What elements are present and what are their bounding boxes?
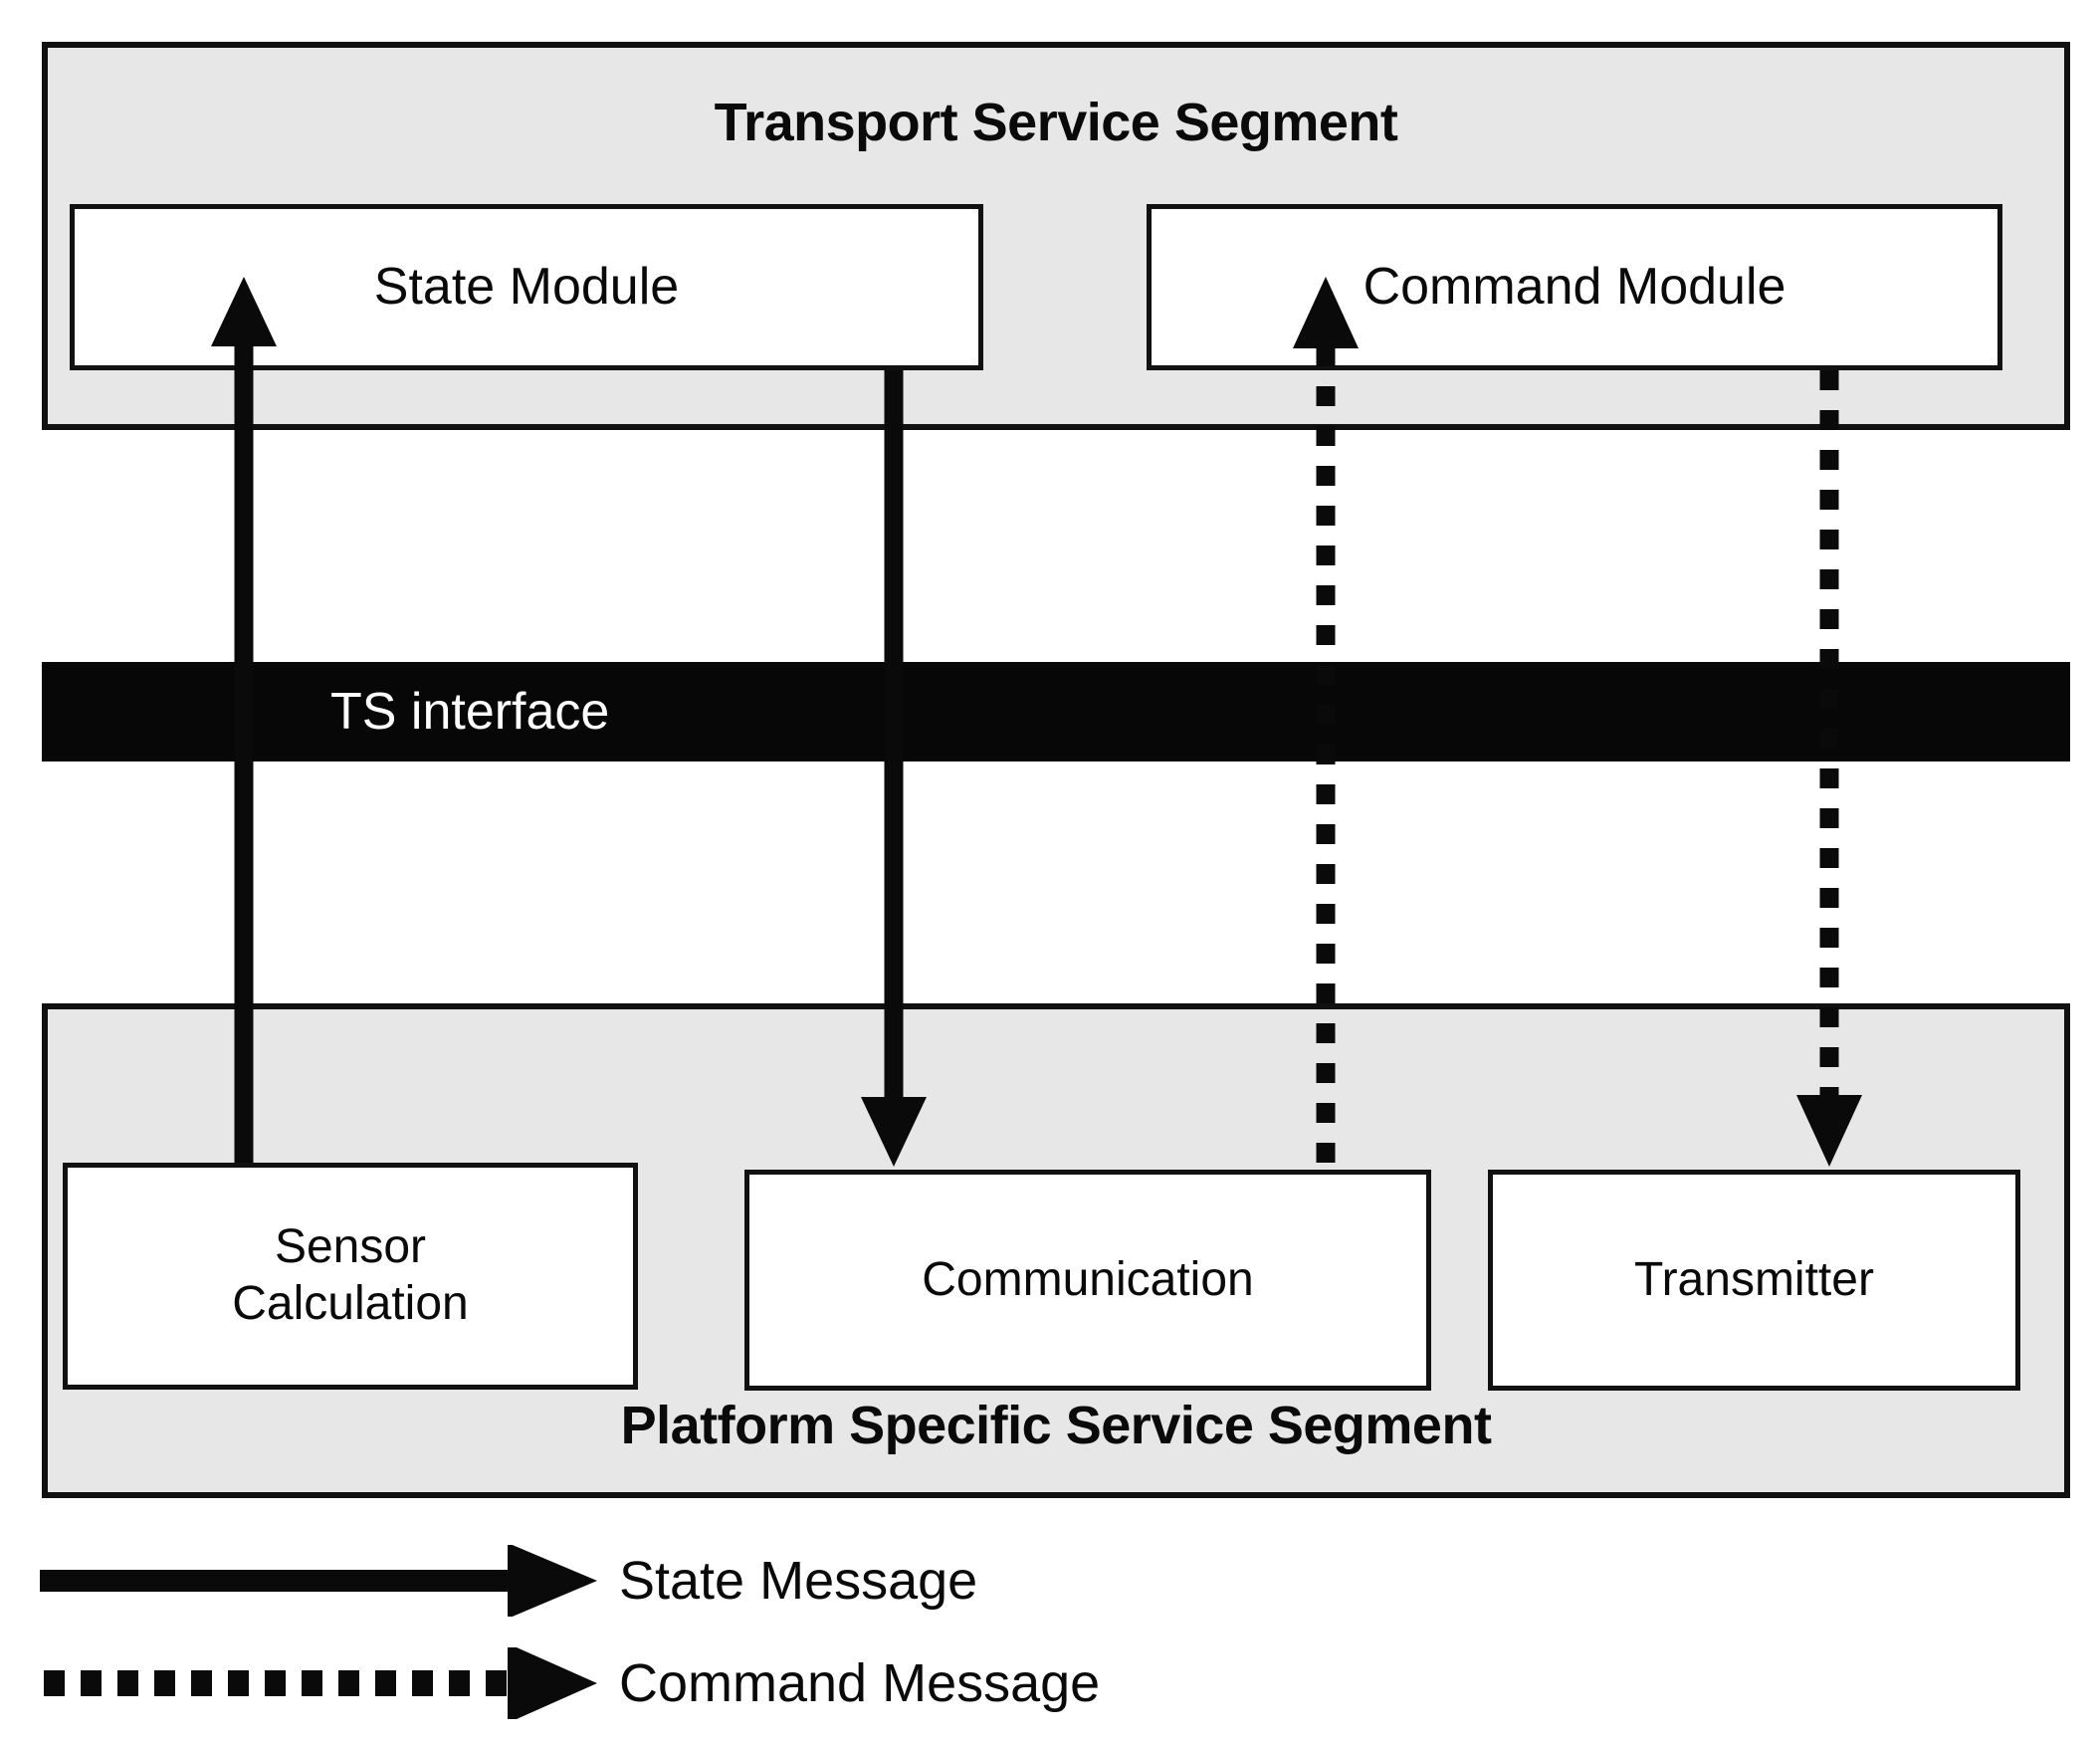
connector-communication-to-command-module <box>1293 277 1359 1163</box>
platform-specific-service-segment-title: Platform Specific Service Segment <box>620 1396 1492 1455</box>
connector-sensor-to-state-module <box>211 277 277 1163</box>
transmitter-label: Transmitter <box>1634 1252 1874 1306</box>
sensor-calculation-label-line1: Sensor <box>274 1220 427 1274</box>
connector-state-module-to-communication <box>861 370 927 1167</box>
command-module-label: Command Module <box>1363 257 1786 316</box>
sensor-calculation-box[interactable]: Sensor Calculation <box>63 1163 638 1390</box>
legend-item-state-message: State Message <box>40 1545 977 1617</box>
transport-service-segment-title: Transport Service Segment <box>714 93 1398 152</box>
dotted-arrow-icon <box>44 1647 597 1719</box>
legend-label-command-message: Command Message <box>619 1653 1101 1713</box>
communication-box[interactable]: Communication <box>744 1170 1431 1391</box>
ts-interface-bar: TS interface <box>42 662 2070 762</box>
ts-interface-label: TS interface <box>330 683 610 741</box>
legend-item-command-message: Command Message <box>40 1647 1100 1719</box>
connector-command-module-to-transmitter <box>1796 370 1862 1167</box>
legend-label-state-message: State Message <box>619 1551 978 1611</box>
communication-label: Communication <box>922 1252 1254 1306</box>
command-module-box[interactable]: Command Module <box>1147 204 2002 370</box>
state-module-box[interactable]: State Module <box>70 204 983 370</box>
state-module-label: State Module <box>373 257 680 316</box>
sensor-calculation-label-line2: Calculation <box>232 1277 469 1330</box>
sensor-calculation-label: Sensor Calculation <box>232 1219 468 1332</box>
transmitter-box[interactable]: Transmitter <box>1488 1170 2020 1391</box>
solid-arrow-icon <box>40 1545 597 1617</box>
